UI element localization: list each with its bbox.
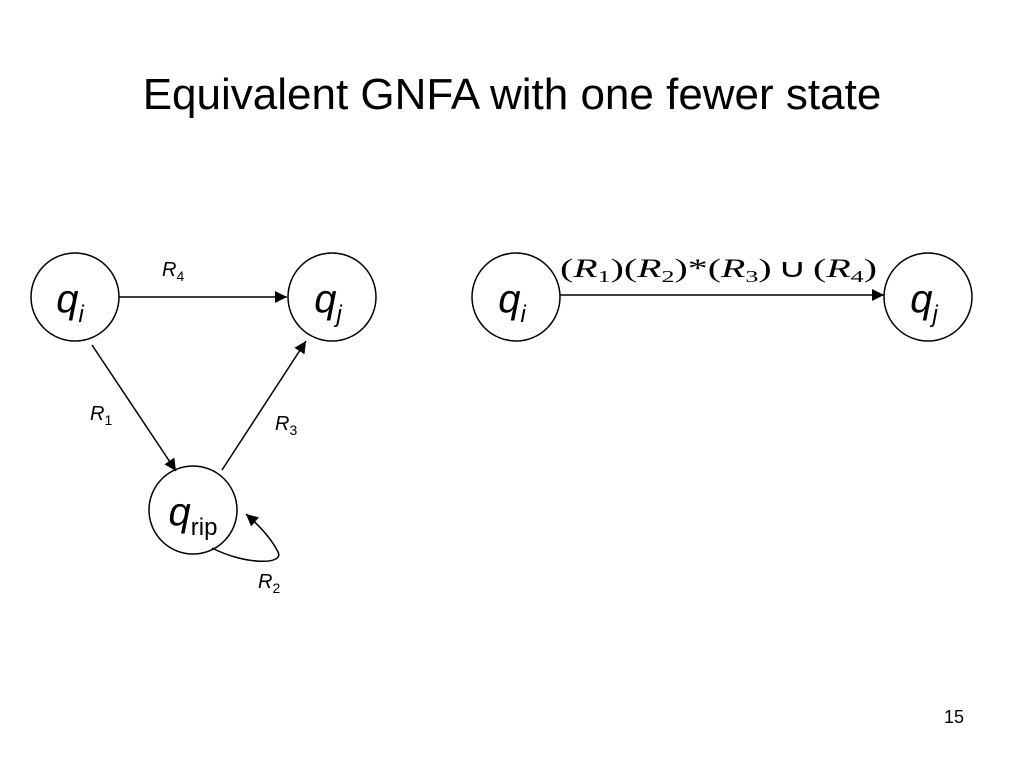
edge-label-r1: R1 (90, 403, 112, 428)
edge-label-r2: R2 (258, 571, 280, 596)
edge-label-r4: R4 (162, 259, 184, 284)
left-diagram: qi qj qrip R4 R1 R3 R2 (30, 252, 377, 596)
right-state-qj (883, 252, 973, 342)
right-state-qi (471, 252, 561, 342)
edge-qrip-self-loop (211, 513, 280, 562)
page-number: 15 (943, 707, 964, 727)
left-state-qrip-label: qrip (169, 490, 218, 541)
edge-qi-qrip (91, 344, 177, 472)
left-state-qj (287, 252, 377, 342)
left-state-qi-label: qi (56, 277, 84, 328)
edge-qrip-qj (221, 340, 307, 471)
left-state-qj-label: qj (314, 277, 342, 328)
right-state-qj-label: qj (910, 277, 938, 328)
left-state-qrip (148, 465, 238, 555)
edge-label-r3: R3 (275, 413, 297, 438)
right-state-qi-label: qi (498, 277, 526, 328)
slide-title: Equivalent GNFA with one fewer state (142, 70, 882, 119)
